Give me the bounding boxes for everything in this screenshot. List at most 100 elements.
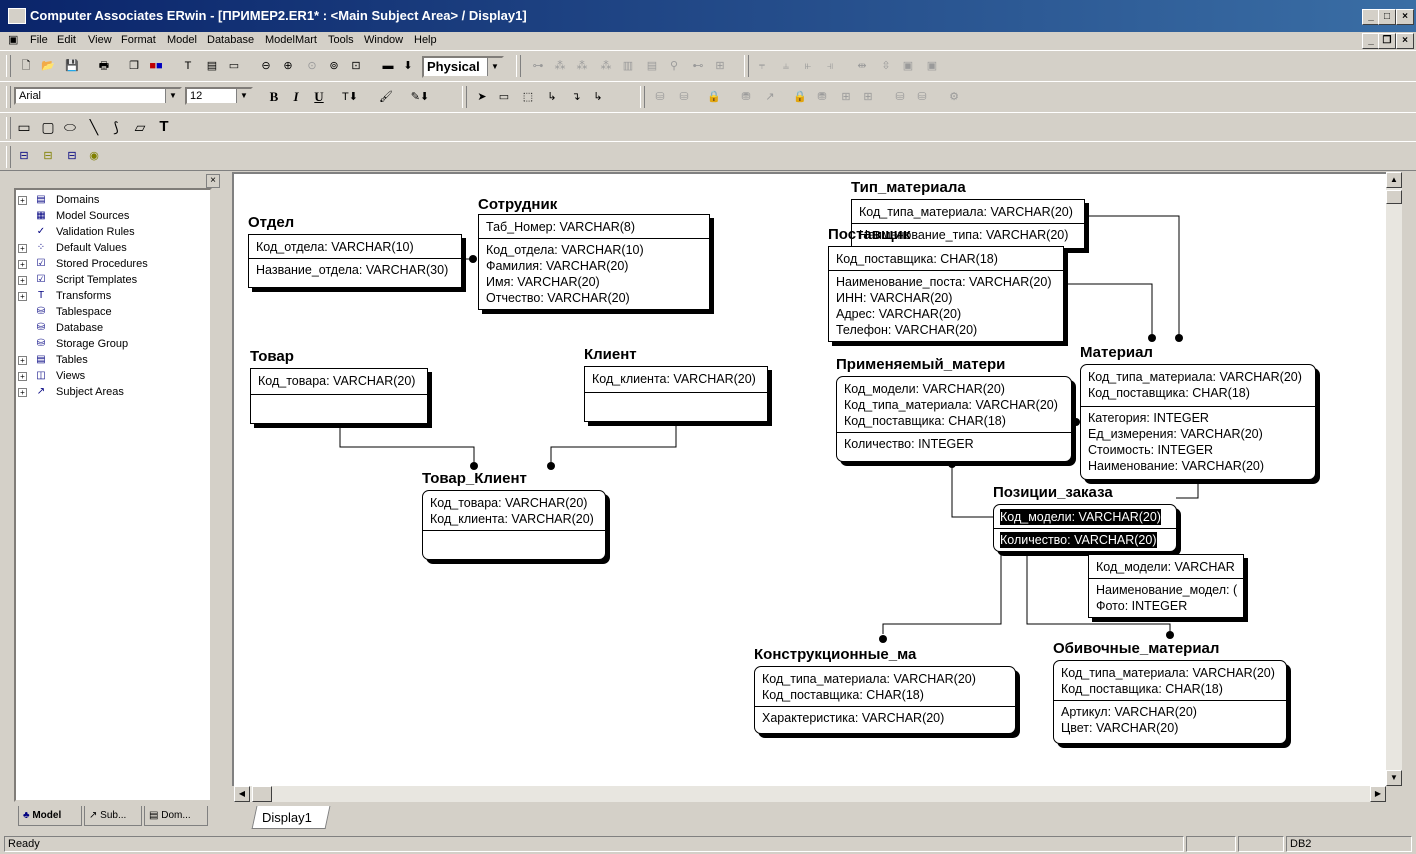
font-size-select[interactable]: 12▼	[185, 87, 253, 105]
tree-layout-icon[interactable]: ⁂	[554, 60, 566, 72]
attribute[interactable]: Фото: INTEGER	[1096, 599, 1188, 613]
attribute[interactable]: Наименование_модел: (	[1096, 583, 1238, 597]
align-icon[interactable]: ⊶	[532, 60, 544, 72]
save-icon[interactable]: 💾	[65, 60, 79, 72]
entity-box[interactable]: Код_типа_материала: VARCHAR(20)Код_поста…	[754, 666, 1016, 734]
key-attribute[interactable]: Код_отдела: VARCHAR(10)	[256, 240, 414, 254]
entity-box[interactable]: Код_модели: VARCHAR(20)Код_типа_материал…	[836, 376, 1072, 462]
attribute[interactable]: Наименование: VARCHAR(20)	[1088, 459, 1265, 473]
child-restore-button[interactable]: ❐	[1378, 33, 1396, 49]
zoom-page-icon[interactable]: ⊚	[329, 60, 339, 72]
key-attribute[interactable]: Код_типа_материала: VARCHAR(20)	[1061, 666, 1275, 680]
tab-model[interactable]: ♣ Model	[18, 806, 82, 826]
key-attribute[interactable]: Таб_Номер: VARCHAR(8)	[486, 220, 636, 234]
vertical-scroll-thumb[interactable]	[1386, 190, 1402, 204]
dropdown-arrow-icon[interactable]: ⬇	[403, 60, 413, 72]
columns-icon[interactable]: ▥	[622, 60, 634, 72]
open-icon[interactable]: 📂	[41, 60, 55, 72]
ellipse-tool-icon[interactable]: ⬭	[64, 119, 76, 135]
bold-button[interactable]: B	[269, 89, 279, 104]
entity-name[interactable]: Применяемый_матери	[836, 356, 1006, 373]
mart-users-icon[interactable]: ⛃	[817, 91, 827, 103]
scroll-right-icon[interactable]: ▶	[1370, 786, 1386, 802]
entity-box[interactable]: Таб_Номер: VARCHAR(8) Код_отдела: VARCHAR…	[478, 214, 710, 310]
align-left-icon[interactable]: ⫦	[804, 60, 812, 72]
menu-help[interactable]: Help	[414, 34, 437, 46]
scroll-left-icon[interactable]: ◀	[234, 786, 250, 802]
zoom-all-icon[interactable]: ⊡	[351, 60, 361, 72]
security-icon[interactable]: 🔒	[793, 91, 807, 103]
align-top-icon[interactable]: ⫧	[758, 60, 766, 72]
align-right-icon[interactable]: ⫣	[826, 60, 834, 72]
entity-name[interactable]: Товар	[250, 348, 294, 365]
attribute[interactable]: Ед_измерения: VARCHAR(20)	[1088, 427, 1263, 441]
key-attribute[interactable]: Код_поставщика: CHAR(18)	[1061, 682, 1223, 696]
menu-window[interactable]: Window	[364, 34, 404, 46]
key-attribute[interactable]: Код_поставщика: CHAR(18)	[762, 688, 924, 702]
entity-box[interactable]: Код_модели: VARCHAR(20) Количество: VARCH…	[993, 504, 1177, 552]
attribute[interactable]: Стоимость: INTEGER	[1088, 443, 1214, 457]
scroll-up-icon[interactable]: ▲	[1386, 172, 1402, 188]
rectangle-tool-icon[interactable]: ▭	[17, 119, 31, 135]
report-icon[interactable]: ⊟	[19, 150, 29, 162]
rounded-rect-tool-icon[interactable]: ▢	[41, 119, 55, 135]
attribute[interactable]: Количество: VARCHAR(20)	[1000, 532, 1157, 548]
key-attribute[interactable]: Код_модели: VARCHAR(20)	[1000, 509, 1161, 525]
entity-box[interactable]: Код_типа_материала: VARCHAR(20)Наименова…	[851, 199, 1085, 249]
key-attribute[interactable]: Код_поставщика: CHAR(18)	[1088, 386, 1250, 400]
line-tool-icon[interactable]: ╲	[89, 119, 99, 135]
menu-file[interactable]: File	[30, 34, 48, 46]
entity-tool-icon[interactable]: ▭	[498, 91, 510, 103]
attribute[interactable]: Код_отдела: VARCHAR(10)	[486, 243, 644, 257]
key-attribute[interactable]: Код_типа_материала: VARCHAR(20)	[1088, 370, 1302, 384]
expand-icon[interactable]: +	[18, 196, 27, 205]
key-attribute[interactable]: Код_товара: VARCHAR(20)	[258, 374, 416, 388]
same-size-icon[interactable]: ▣	[926, 60, 938, 72]
lock-icon[interactable]: 🔒	[707, 91, 721, 103]
entity-box[interactable]: Код_отдела: VARCHAR(10) Название_отдела: …	[248, 234, 462, 288]
schema-icon[interactable]: ⊟	[43, 150, 53, 162]
tab-domains[interactable]: ▤ Dom...	[144, 806, 208, 826]
text-tool-button[interactable]: T	[159, 118, 169, 135]
non-identifying-rel-icon[interactable]: ↳	[593, 91, 603, 103]
entity-name[interactable]: Поставщик	[828, 226, 911, 243]
expand-icon[interactable]: +	[18, 260, 27, 269]
entity-name[interactable]: Товар_Клиент	[422, 470, 527, 487]
menu-edit[interactable]: Edit	[57, 34, 76, 46]
line-color-icon[interactable]: ✎⬇	[410, 91, 430, 103]
zoom-out-icon[interactable]: ⊖	[261, 60, 271, 72]
attribute[interactable]: Наименование_поста: VARCHAR(20)	[836, 275, 1052, 289]
pin-icon[interactable]: T	[184, 60, 192, 72]
attribute[interactable]: Цвет: VARCHAR(20)	[1061, 721, 1179, 735]
link-icon[interactable]: ⚲	[669, 60, 679, 72]
comment-icon[interactable]: ▭	[228, 60, 240, 72]
attribute[interactable]: Название_отдела: VARCHAR(30)	[256, 263, 449, 277]
entity-box[interactable]: Код_типа_материала: VARCHAR(20) Код_поста…	[1053, 660, 1287, 744]
mart-library-icon[interactable]: ⊞	[863, 91, 873, 103]
expand-icon[interactable]: +	[18, 292, 27, 301]
subtype-icon[interactable]: ⬚	[522, 91, 534, 103]
fill-color-icon[interactable]: 🖌	[379, 91, 393, 103]
entity-name[interactable]: Сотрудник	[478, 196, 558, 213]
many-to-many-icon[interactable]: ↴	[571, 91, 581, 103]
entity-name[interactable]: Тип_материала	[851, 179, 966, 196]
move-icon[interactable]: ⊞	[715, 60, 725, 72]
italic-button[interactable]: I	[293, 89, 299, 104]
color-icon[interactable]: ■■	[149, 60, 163, 72]
pointer-icon[interactable]: ➤	[477, 91, 487, 103]
space-v-icon[interactable]: ⇳	[881, 60, 891, 72]
align-bottom-icon[interactable]: ⫨	[782, 60, 790, 72]
key-attribute[interactable]: Код_типа_материала: VARCHAR(20)	[859, 205, 1073, 219]
horizontal-scroll-thumb[interactable]	[252, 786, 272, 802]
menu-tools[interactable]: Tools	[328, 34, 354, 46]
menu-view[interactable]: View	[88, 34, 112, 46]
attribute[interactable]: Артикул: VARCHAR(20)	[1061, 705, 1197, 719]
expand-icon[interactable]: +	[18, 244, 27, 253]
mart-settings-icon[interactable]: ⚙	[949, 91, 959, 103]
entity-box[interactable]: Код_типа_материала: VARCHAR(20) Код_поста…	[1080, 364, 1316, 480]
layout-icon[interactable]: ⁂	[576, 60, 588, 72]
expand-icon[interactable]: +	[18, 356, 27, 365]
entity-box[interactable]: Код_клиента: VARCHAR(20)	[584, 366, 768, 422]
close-button[interactable]: ×	[1396, 9, 1414, 25]
